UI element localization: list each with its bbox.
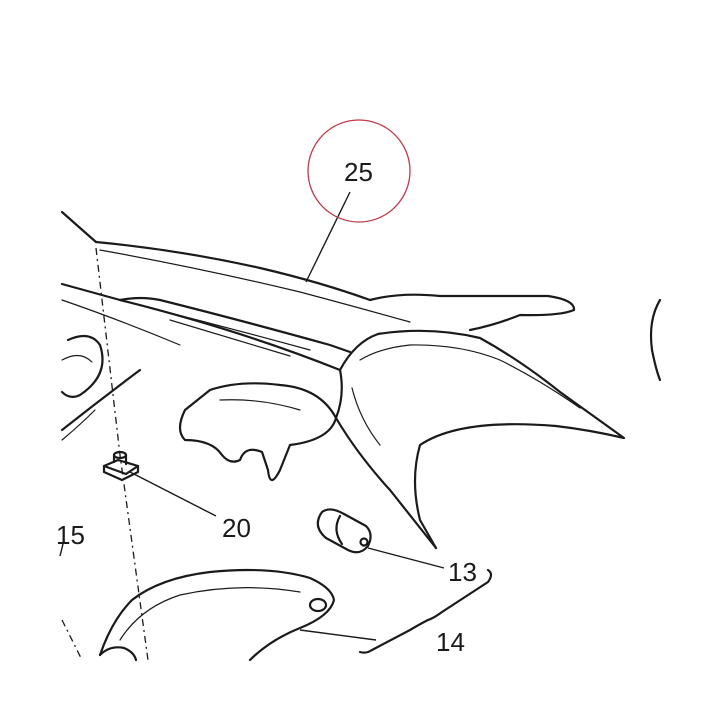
callout-15: 15 bbox=[56, 520, 85, 550]
tail-cowl-part bbox=[60, 210, 626, 550]
group-brace bbox=[358, 568, 493, 654]
assembly-axis-line-left bbox=[61, 619, 83, 661]
clip-nut-part bbox=[102, 450, 140, 482]
assembly-axis-line bbox=[95, 247, 149, 661]
bulb-part bbox=[316, 508, 372, 554]
callout-20: 20 bbox=[222, 513, 251, 543]
leader-line-15 bbox=[59, 539, 65, 557]
tail-light-housing-part bbox=[98, 568, 336, 662]
callout-25: 25 bbox=[344, 157, 373, 187]
leader-line-13 bbox=[367, 547, 445, 569]
callout-13: 13 bbox=[448, 557, 477, 587]
callout-14: 14 bbox=[436, 627, 465, 657]
leader-line-25 bbox=[305, 191, 351, 283]
highlight-circle bbox=[307, 119, 411, 223]
leader-line-14 bbox=[299, 629, 377, 641]
adjacent-part-outline bbox=[649, 298, 662, 382]
leader-line-20 bbox=[129, 471, 217, 517]
